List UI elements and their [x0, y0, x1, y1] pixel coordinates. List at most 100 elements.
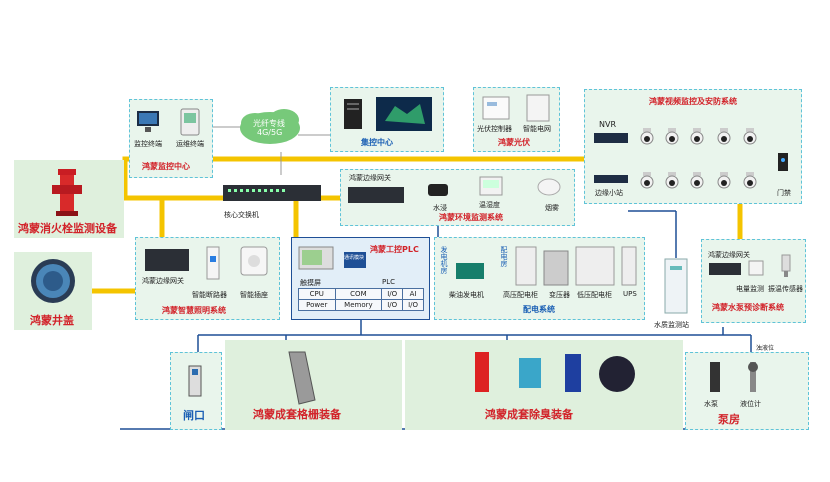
fire-hydrant-icon — [52, 169, 82, 216]
lighting-gateway-icon — [145, 249, 189, 271]
power-title: 配电系统 — [523, 305, 555, 314]
lighting-title: 鸿蒙智慧照明系统 — [162, 306, 226, 315]
ops-terminal-icon — [180, 108, 200, 136]
breaker-icon — [206, 246, 220, 280]
dome-camera-icon — [640, 128, 654, 145]
power-panel: 发电机房 配电房 柴油发电机 高压配电柜 变压器 低压配电柜 UPS 配电系统 — [434, 237, 645, 320]
monitor-center-title: 鸿蒙监控中心 — [142, 162, 190, 171]
diesel-generator-icon — [456, 263, 484, 279]
cloud-label-fiber: 光纤专线 — [253, 119, 285, 128]
access-control-icon — [778, 153, 788, 171]
pv-controller-icon — [482, 96, 510, 120]
dome-camera-icon — [665, 172, 679, 189]
touchscreen-label: 触摸屏 — [300, 279, 321, 287]
map-screen-icon — [376, 97, 432, 131]
table-row: CPU COM I/O AI — [298, 288, 424, 300]
pump-gateway-label: 鸿蒙边缘网关 — [708, 251, 750, 259]
nvr-label: NVR — [599, 120, 617, 129]
pv-controller-label: 光伏控制器 — [477, 125, 512, 133]
manhole-panel: 鸿蒙井盖 — [14, 252, 92, 330]
lv-label: 低压配电柜 — [577, 291, 612, 299]
transformer-label: 变压器 — [549, 291, 570, 299]
lighting-gateway-label: 鸿蒙边缘网关 — [142, 277, 184, 285]
comm-module-label: 通讯模块 — [344, 255, 365, 261]
pump-room-title: 泵房 — [718, 413, 740, 426]
ups-label: UPS — [623, 290, 637, 298]
gate-icon — [188, 365, 202, 397]
env-panel: 鸿蒙边缘网关 水浸 温湿度 烟雾 鸿蒙环境监测系统 — [340, 169, 575, 226]
cloud-icon — [240, 109, 300, 144]
pump-icon — [710, 362, 720, 392]
fire-hydrant-panel: 鸿蒙消火栓监测设备 — [14, 160, 124, 238]
vibration-sensor-label: 振温传感器 — [768, 285, 803, 293]
comm-module — [344, 252, 366, 268]
pump-room-panel: 水泵 液位计 泵房 — [685, 352, 809, 430]
pump-diag-panel: 鸿蒙边缘网关 电量监测 振温传感器 鸿蒙水泵预诊断系统 — [701, 239, 806, 323]
vibration-sensor-icon — [781, 254, 791, 277]
core-switch-label: 核心交换机 — [224, 211, 259, 219]
level-meter-label: 液位计 — [740, 400, 761, 408]
cloud-label-4g5g: 4G/5G — [257, 128, 283, 137]
pv-panel: 光伏控制器 智能电网 鸿蒙光伏 — [473, 87, 560, 152]
hv-cabinet-icon — [515, 246, 537, 286]
deodor-panel: 鸿蒙成套除臭装备 — [405, 340, 683, 430]
deodor-title: 鸿蒙成套除臭装备 — [485, 408, 573, 421]
hv-label: 高压配电柜 — [503, 291, 538, 299]
access-control-label: 门禁 — [777, 189, 791, 197]
table-cell: Memory — [334, 299, 383, 311]
smoke-detector-icon — [537, 178, 561, 196]
pump-diag-title: 鸿蒙水泵预诊断系统 — [712, 303, 784, 312]
water-sensor-label: 水浸 — [433, 204, 447, 212]
pump-gateway-icon — [709, 263, 741, 275]
float-level-label: 浊液位 — [756, 345, 775, 352]
smoke-label: 烟雾 — [545, 204, 559, 212]
env-gateway-label: 鸿蒙边缘网关 — [349, 174, 391, 182]
dome-camera-icon — [690, 172, 704, 189]
manhole-title: 鸿蒙井盖 — [30, 314, 74, 327]
level-meter-icon — [748, 362, 758, 392]
plc-module-table: CPU COM I/O AI Power Memory I/O I/O — [298, 288, 424, 311]
monitor-center-panel: 监控终端 运维终端 鸿蒙监控中心 — [129, 99, 213, 178]
water-sensor-icon — [428, 184, 448, 196]
pump-label: 水泵 — [704, 400, 718, 408]
dome-camera-icon — [717, 172, 731, 189]
env-title: 鸿蒙环境监测系统 — [439, 213, 503, 222]
deodor-equipment-icon — [475, 352, 635, 392]
transformer-icon — [543, 250, 569, 286]
dome-camera-icon — [640, 172, 654, 189]
plc-label: PLC — [382, 278, 396, 286]
server-icon — [344, 99, 362, 129]
pv-title: 鸿蒙光伏 — [498, 138, 530, 147]
table-cell: CPU — [298, 288, 336, 300]
diesel-label: 柴油发电机 — [449, 291, 484, 299]
table-cell: I/O — [381, 299, 404, 311]
monitor-terminal-label: 监控终端 — [134, 140, 162, 148]
edge-station-icon — [594, 175, 628, 183]
grille-equipment-icon — [288, 351, 316, 405]
gate-panel: 闸口 — [170, 352, 222, 430]
table-cell: AI — [402, 288, 424, 300]
core-switch-icon — [223, 185, 321, 201]
fire-hydrant-title: 鸿蒙消火栓监测设备 — [18, 222, 117, 235]
lv-cabinet-icon — [575, 246, 615, 286]
gate-title: 闸口 — [183, 409, 205, 422]
cctv-title: 鸿蒙视频监控及安防系统 — [649, 97, 737, 106]
edge-gateway-icon — [348, 187, 404, 203]
smart-socket-label: 智能插座 — [240, 291, 268, 299]
power-room-label: 配电房 — [500, 246, 508, 267]
dome-camera-icon — [717, 128, 731, 145]
temp-humidity-icon — [479, 176, 503, 196]
table-cell: I/O — [381, 288, 404, 300]
gen-room-label: 发电机房 — [440, 246, 448, 274]
edge-station-label: 边缘小站 — [595, 189, 623, 197]
breaker-label: 智能断路器 — [192, 291, 227, 299]
water-quality-station-icon — [664, 258, 688, 314]
table-cell: I/O — [402, 299, 424, 311]
grille-title: 鸿蒙成套格栅装备 — [253, 408, 341, 421]
nvr-icon — [594, 133, 628, 143]
smart-socket-icon — [240, 246, 268, 276]
touchscreen-icon — [298, 246, 334, 270]
plc-title: 鸿蒙工控PLC — [370, 245, 419, 254]
table-cell: COM — [334, 288, 383, 300]
dome-camera-icon — [665, 128, 679, 145]
